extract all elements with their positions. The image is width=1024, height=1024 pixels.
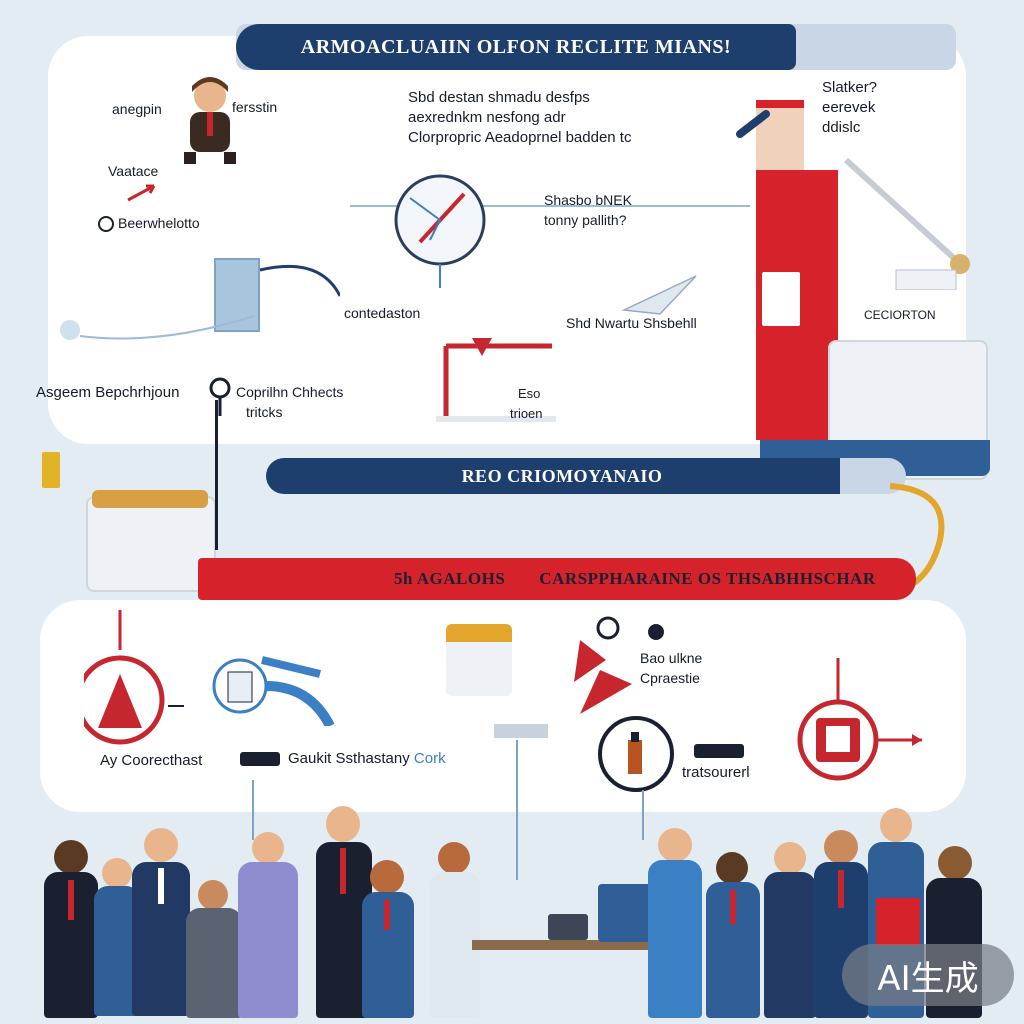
label-vatace: Vaatace bbox=[108, 163, 159, 179]
right-line-3: ddislc bbox=[822, 119, 861, 136]
label-anagon: anegpin bbox=[112, 101, 162, 117]
person bbox=[762, 842, 818, 1020]
hand-icon bbox=[736, 110, 770, 138]
red-banner-right: CARSPPHARAINE OS THSABHHSCHAR bbox=[539, 569, 876, 588]
label-tratsourer: tratsourerl bbox=[682, 744, 750, 782]
ai-generated-badge: AI生成 bbox=[842, 944, 1014, 1006]
person bbox=[646, 828, 704, 1020]
bao-line-1: Bao ulkne bbox=[640, 650, 703, 666]
red-banner-left: 5h AGALOHS bbox=[394, 569, 506, 588]
label-asgeem: Asgeem Bepchrhjoun bbox=[36, 384, 180, 401]
shasbo-label: Shasbo bNEK tonny pallith? bbox=[544, 190, 632, 230]
right-line-2: eerevek bbox=[822, 99, 876, 116]
bao-line-2: Cpraestie bbox=[640, 670, 700, 686]
title-banner: ARMOACLUAIIN OLFON RECLITE MIANS! bbox=[236, 24, 796, 70]
bottle-icon bbox=[598, 716, 674, 792]
person bbox=[428, 842, 482, 1020]
center-text-line-2: aexrednkm nesfong adr bbox=[408, 109, 566, 126]
desk bbox=[472, 940, 702, 950]
center-text-block: Sbd destan shmadu desfps aexrednkm nesfo… bbox=[408, 88, 631, 148]
label-gaukt: Gaukit Ssthastany Cork bbox=[240, 750, 446, 768]
connector-center bbox=[516, 740, 518, 880]
small-shelf-icon bbox=[494, 724, 548, 738]
label-shd-nwartu: Shd Nwartu Shsbehll bbox=[566, 315, 697, 331]
label-cork-text: Cork bbox=[413, 750, 446, 767]
coprilhn-line-1: Coprilhn Chhects bbox=[236, 384, 344, 400]
label-contedaston: contedaston bbox=[344, 305, 421, 321]
label-gaukt-text: Gaukit Ssthastany bbox=[288, 750, 410, 767]
target-icon bbox=[797, 658, 922, 781]
person bbox=[704, 852, 762, 1020]
flag-frame-icon bbox=[436, 338, 556, 422]
center-text-line-1: Sbd destan shmadu desfps bbox=[408, 89, 590, 106]
conveyor-diagram bbox=[843, 157, 970, 290]
right-label: Slatker? eerevek ddislc bbox=[822, 78, 877, 138]
yellow-note-icon bbox=[42, 452, 60, 488]
label-beerwhelotto: Beerwhelotto bbox=[98, 214, 200, 233]
flow-line bbox=[60, 264, 340, 340]
businessman-icon bbox=[184, 77, 236, 164]
document-box bbox=[214, 258, 260, 332]
label-ay-coorecthast: Ay Coorecthast bbox=[100, 752, 203, 769]
location-pin-icon bbox=[209, 377, 231, 416]
tray-machine bbox=[86, 496, 216, 592]
person bbox=[236, 832, 300, 1020]
person bbox=[812, 830, 870, 1020]
coprilhn-label: Coprilhn Chhects tritcks bbox=[236, 382, 343, 422]
person bbox=[360, 860, 416, 1020]
laptop-icon bbox=[548, 914, 588, 940]
mid-banner: REO CRIOMOYANAIO bbox=[266, 458, 858, 494]
shasbo-line-1: Shasbo bNEK bbox=[544, 192, 632, 208]
connector-right bbox=[642, 790, 644, 840]
connector-left bbox=[252, 780, 254, 840]
document-lens-icon bbox=[212, 656, 335, 726]
kiosk bbox=[598, 884, 656, 942]
eso-line-2: trioen bbox=[510, 406, 543, 421]
people-icon bbox=[240, 752, 280, 767]
compass-diagram bbox=[350, 174, 750, 288]
bao-label: Bao ulkne Cpraestie bbox=[640, 648, 702, 688]
machine-badge bbox=[758, 268, 804, 330]
center-text-line-3: Clorpropric Aeadoprnel badden tc bbox=[408, 129, 632, 146]
warning-triangle-icon bbox=[84, 610, 184, 745]
label-beerwhelotto-text: Beerwhelotto bbox=[118, 215, 200, 231]
package-box-icon bbox=[446, 624, 512, 696]
shasbo-line-2: tonny pallith? bbox=[544, 212, 627, 228]
mid-banner-text: REO CRIOMOYANAIO bbox=[461, 465, 663, 486]
coprilhn-line-2: tritcks bbox=[246, 404, 283, 420]
red-banner: 5h AGALOHS CARSPPHARAINE OS THSABHHSCHAR bbox=[198, 558, 916, 600]
vertical-line bbox=[215, 400, 218, 550]
eso-label: Eso trioen bbox=[510, 384, 543, 424]
ai-generated-text: AI生成 bbox=[877, 958, 979, 999]
red-folder-icon bbox=[876, 898, 920, 946]
label-ceciorton: CECIORTON bbox=[864, 308, 936, 322]
tray-food bbox=[92, 490, 208, 508]
spike-icons bbox=[574, 616, 664, 714]
label-fersin: fersstin bbox=[232, 99, 278, 115]
eso-line-1: Eso bbox=[518, 386, 541, 401]
person bbox=[40, 840, 100, 1020]
person bbox=[130, 828, 192, 1018]
person bbox=[184, 880, 244, 1020]
phone-icon bbox=[98, 216, 114, 233]
people-mini-icon bbox=[694, 744, 744, 758]
title-banner-text: ARMOACLUAIIN OLFON RECLITE MIANS! bbox=[300, 35, 732, 58]
right-line-1: Slatker? bbox=[822, 79, 878, 96]
arrow-icon bbox=[127, 184, 156, 202]
gold-connector bbox=[889, 483, 945, 593]
label-tratsourer-text: tratsourerl bbox=[682, 764, 750, 781]
paper-plane-icon bbox=[621, 275, 697, 315]
